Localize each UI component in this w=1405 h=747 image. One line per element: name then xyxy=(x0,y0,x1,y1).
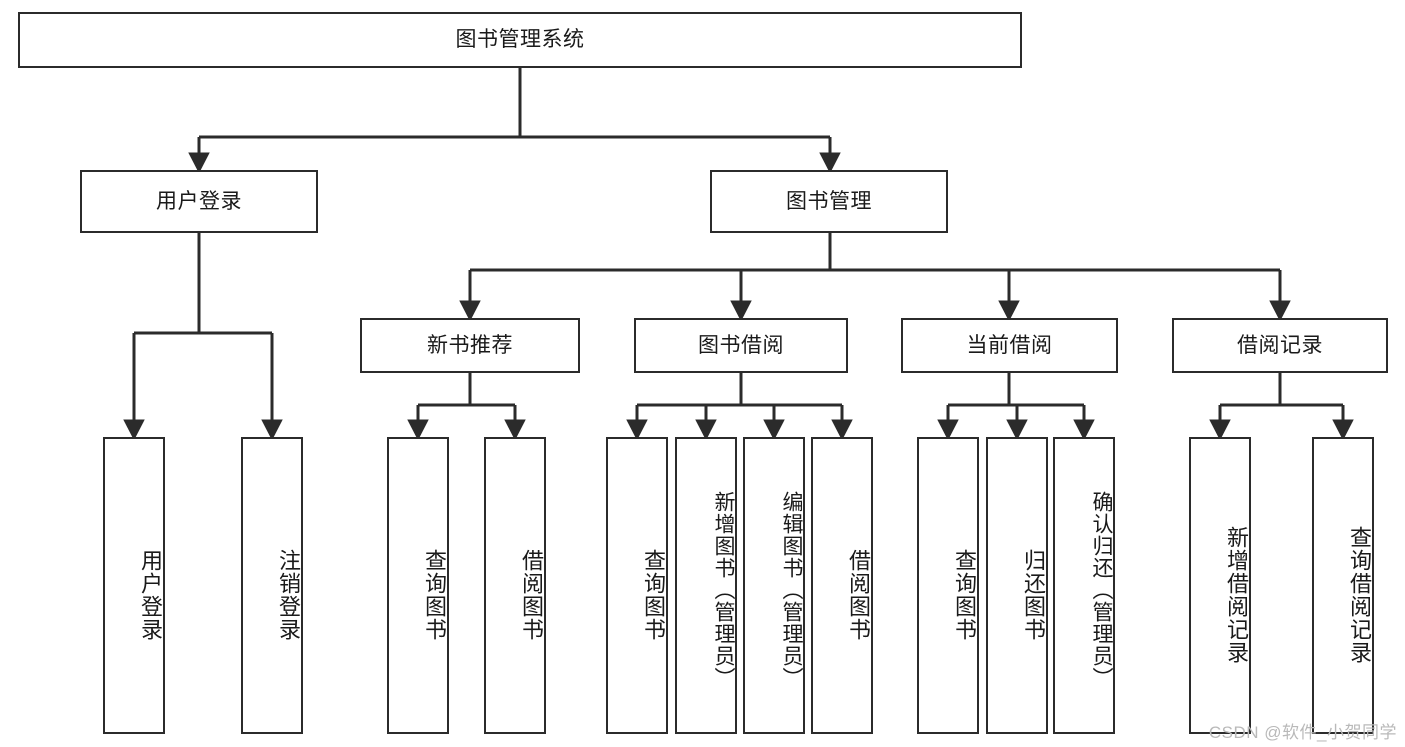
node-leaf-edit-book-admin[interactable]: 编辑图书（管理员） xyxy=(743,437,805,734)
csdn-watermark: CSDN @软件_小贺同学 xyxy=(1208,723,1397,742)
node-borrow-record[interactable]: 借阅记录 xyxy=(1172,318,1388,373)
node-leaf-query-book-recommend[interactable]: 查询图书 xyxy=(387,437,449,734)
node-book-manage[interactable]: 图书管理 xyxy=(710,170,948,233)
node-book-borrow[interactable]: 图书借阅 xyxy=(634,318,848,373)
node-leaf-user-login[interactable]: 用户登录 xyxy=(103,437,165,734)
node-leaf-query-book-current[interactable]: 查询图书 xyxy=(917,437,979,734)
node-root-system[interactable]: 图书管理系统 xyxy=(18,12,1022,68)
node-leaf-borrow-book-borrow[interactable]: 借阅图书 xyxy=(811,437,873,734)
node-new-book-recommend[interactable]: 新书推荐 xyxy=(360,318,580,373)
node-leaf-return-book[interactable]: 归还图书 xyxy=(986,437,1048,734)
node-leaf-query-book-borrow[interactable]: 查询图书 xyxy=(606,437,668,734)
node-leaf-add-borrow-record[interactable]: 新增借阅记录 xyxy=(1189,437,1251,734)
node-leaf-user-logout[interactable]: 注销登录 xyxy=(241,437,303,734)
node-leaf-add-book-admin[interactable]: 新增图书（管理员） xyxy=(675,437,737,734)
node-leaf-query-borrow-record[interactable]: 查询借阅记录 xyxy=(1312,437,1374,734)
node-user-login[interactable]: 用户登录 xyxy=(80,170,318,233)
node-leaf-borrow-book-recommend[interactable]: 借阅图书 xyxy=(484,437,546,734)
node-current-borrow[interactable]: 当前借阅 xyxy=(901,318,1118,373)
node-leaf-confirm-return-admin[interactable]: 确认归还（管理员） xyxy=(1053,437,1115,734)
